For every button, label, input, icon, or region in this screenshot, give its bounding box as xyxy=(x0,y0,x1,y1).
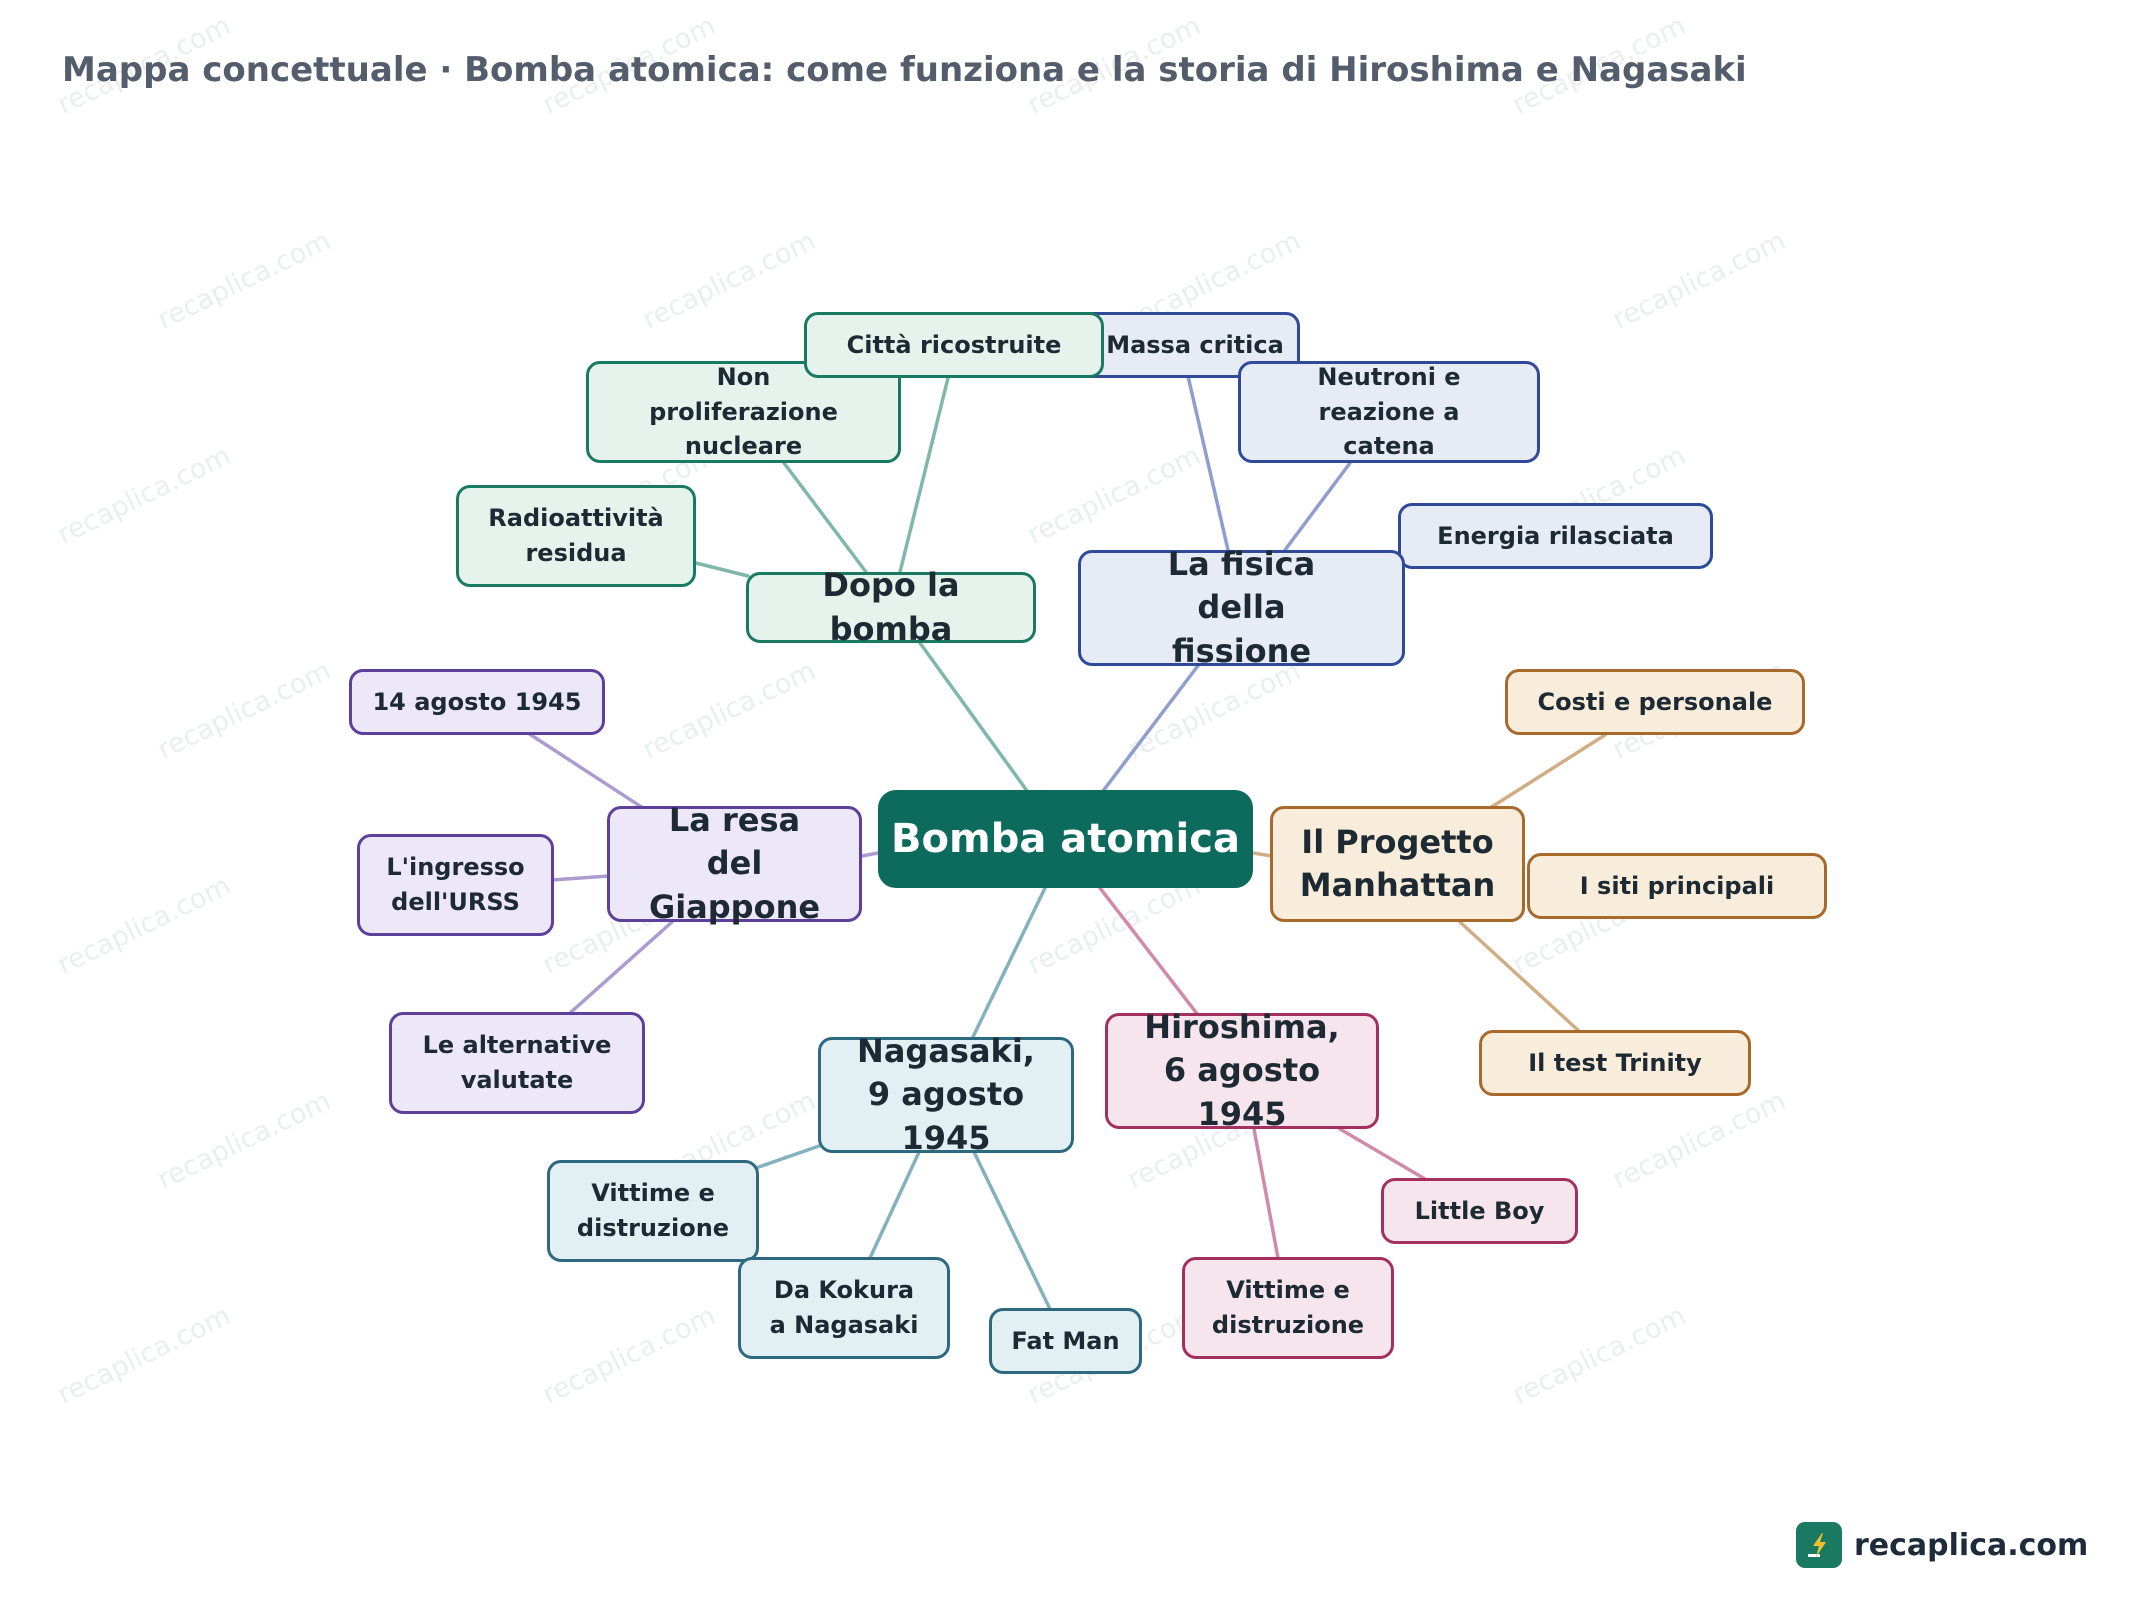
link-dopo-nonprolif xyxy=(782,461,868,574)
link-fisica-massa xyxy=(1186,374,1230,552)
root-node[interactable]: Bomba atomica xyxy=(878,790,1253,888)
branch-resa-giappone[interactable]: La resa del Giappone xyxy=(607,801,862,926)
link-resa-14agosto xyxy=(526,731,645,810)
leaf-nagasaki-vittime[interactable]: Vittime e distruzione xyxy=(547,1160,759,1262)
link-resa-urss xyxy=(550,874,611,882)
link-root-hiroshima xyxy=(1098,886,1200,1017)
link-manhattan-costi xyxy=(1488,733,1607,810)
leaf-costi-personale[interactable]: Costi e personale xyxy=(1505,669,1805,735)
lightning-bolt-icon xyxy=(1796,1522,1842,1568)
leaf-energia-rilasciata[interactable]: Energia rilasciata xyxy=(1398,503,1713,569)
link-manhattan-trinity xyxy=(1458,920,1582,1034)
leaf-neutroni-reazione[interactable]: Neutroni e reazione a catena xyxy=(1238,361,1540,463)
leaf-test-trinity[interactable]: Il test Trinity xyxy=(1479,1030,1751,1096)
link-dopo-citta xyxy=(898,376,950,574)
leaf-non-proliferazione[interactable]: Non proliferazione nucleare xyxy=(586,361,901,463)
leaf-citta-ricostruite[interactable]: Città ricostruite xyxy=(804,312,1104,378)
link-dopo-radio xyxy=(694,561,750,578)
leaf-little-boy[interactable]: Little Boy xyxy=(1381,1178,1578,1244)
leaf-14-agosto-1945[interactable]: 14 agosto 1945 xyxy=(349,669,605,735)
link-nagasaki-kokura xyxy=(868,1148,922,1260)
link-root-nagasaki xyxy=(970,886,1047,1041)
leaf-siti-principali[interactable]: I siti principali xyxy=(1527,853,1827,919)
branch-nagasaki[interactable]: Nagasaki, 9 agosto 1945 xyxy=(818,1032,1074,1157)
branch-hiroshima[interactable]: Hiroshima, 6 agosto 1945 xyxy=(1105,1008,1379,1133)
link-hiroshima-vittime xyxy=(1252,1127,1280,1260)
leaf-radioattivita-residua[interactable]: Radioattività residua xyxy=(456,485,696,587)
link-hiroshima-littleboy xyxy=(1338,1127,1427,1181)
link-resa-alternative xyxy=(568,920,674,1015)
brand-name: recaplica.com xyxy=(1854,1527,2089,1563)
leaf-hiroshima-vittime[interactable]: Vittime e distruzione xyxy=(1182,1257,1394,1359)
branch-fisica-fissione[interactable]: La fisica della fissione xyxy=(1078,545,1405,670)
leaf-fat-man[interactable]: Fat Man xyxy=(989,1308,1142,1374)
leaf-ingresso-urss[interactable]: L'ingresso dell'URSS xyxy=(357,834,554,936)
link-root-fisica xyxy=(1098,661,1202,797)
brand-logo[interactable]: recaplica.com xyxy=(1796,1522,2088,1568)
leaf-alternative-valutate[interactable]: Le alternative valutate xyxy=(389,1012,645,1114)
link-root-manhattan xyxy=(1251,851,1274,858)
leaf-kokura-nagasaki[interactable]: Da Kokura a Nagasaki xyxy=(738,1257,950,1359)
link-nagasaki-fatman xyxy=(971,1148,1052,1311)
page-title: Mappa concettuale · Bomba atomica: come … xyxy=(62,50,1747,90)
link-root-resa xyxy=(860,851,880,858)
branch-dopo-la-bomba[interactable]: Dopo la bomba xyxy=(746,566,1036,648)
link-fisica-neutroni xyxy=(1283,461,1352,552)
link-root-dopo xyxy=(918,641,1032,797)
link-nagasaki-vittime xyxy=(754,1143,824,1170)
branch-progetto-manhattan[interactable]: Il Progetto Manhattan xyxy=(1270,806,1525,922)
